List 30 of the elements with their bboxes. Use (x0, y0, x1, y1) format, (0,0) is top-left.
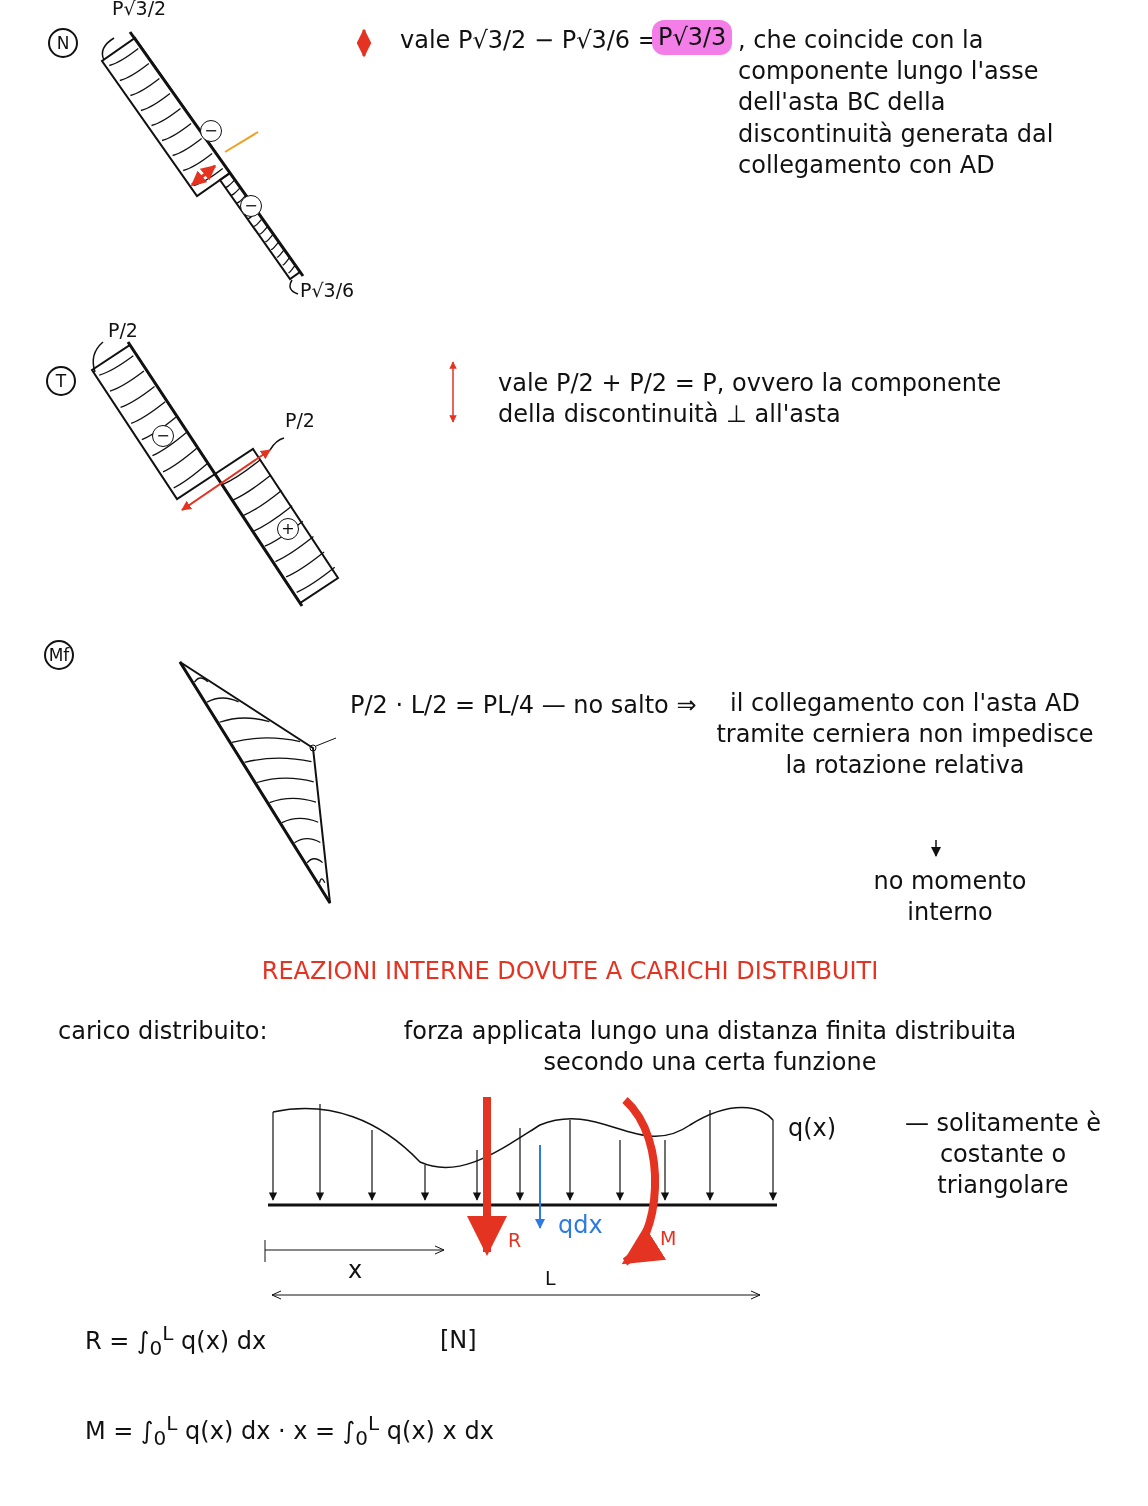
load-label: qdx (558, 1210, 603, 1241)
note-text: — solitamente è costante o triangolare (903, 1108, 1103, 1202)
dimension-label: x (348, 1255, 363, 1286)
explanation-text: vale P/2 + P/2 = P, ovvero la componente della discontinuità ⊥ all'asta (498, 368, 1003, 431)
explanation-text: no momento interno (872, 866, 1028, 929)
section-symbol: T (46, 366, 76, 396)
explanation-text: il collegamento con l'asta AD tramite cerniera non impedisce la rotazione relativa (715, 688, 1095, 782)
unit-label: [N] (440, 1325, 477, 1356)
formula-text: P/2 · L/2 = PL/4 — no salto ⇒ (350, 690, 697, 721)
explanation-text: , che coincide con la componente lungo l'asse dell'asta BC della discontinuità generata dal collegamento con AD (738, 25, 1055, 181)
formula-text: M = ∫$_{0}$$^{L}$ q(x) dx · x = ∫$_{0}$$^{L}$ q(x) x dx (85, 1410, 494, 1451)
fraction-label: P/2 (108, 318, 138, 343)
force-label: R (508, 1228, 522, 1253)
sign-symbol: − (152, 425, 174, 447)
definition-text: forza applicata lungo una distanza finita distribuita secondo una certa funzione (402, 1016, 1018, 1079)
fraction-label: P/2 (285, 408, 315, 433)
fraction-label: P√3/6 (300, 278, 355, 303)
term-label: carico distribuito: (58, 1016, 268, 1047)
highlighted-result: P√3/3 (652, 20, 733, 56)
section-heading: REAZIONI INTERNE DOVUTE A CARICHI DISTRIBUITI (260, 956, 880, 987)
sign-symbol: + (277, 518, 299, 540)
moment-label: M (660, 1226, 677, 1251)
sign-symbol: − (200, 120, 222, 142)
dimension-label: L (545, 1266, 556, 1291)
section-symbol: N (48, 28, 78, 58)
load-label: q(x) (788, 1113, 837, 1144)
sign-symbol: − (240, 195, 262, 217)
fraction-label: P√3/2 (112, 0, 167, 21)
formula-text: R = ∫$_{0}$$^{L}$ q(x) dx (85, 1320, 267, 1361)
section-symbol: Mf (44, 640, 74, 670)
